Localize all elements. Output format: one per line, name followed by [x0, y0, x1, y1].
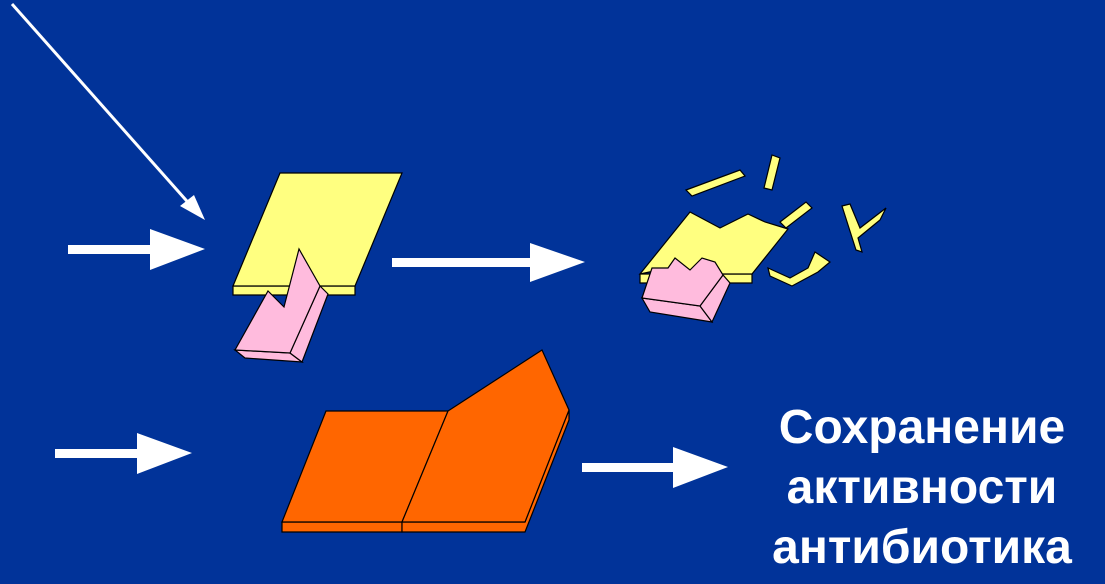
diagonal-arrow	[10, 3, 205, 220]
result-label: Сохранение активности антибиотика	[742, 398, 1102, 578]
protected-molecule	[281, 349, 570, 533]
result-line-2: активности	[786, 461, 1058, 514]
result-line-3: антибиотика	[772, 521, 1072, 574]
result-line-1: Сохранение	[778, 401, 1066, 454]
enzyme-wedge	[233, 247, 329, 363]
output-arrow	[582, 447, 728, 488]
cleavage-arrow	[392, 243, 585, 282]
upper-input-arrow	[68, 229, 205, 270]
fragmented-molecule	[638, 154, 887, 324]
lower-input-arrow	[55, 433, 192, 474]
intact-molecule	[232, 172, 403, 296]
